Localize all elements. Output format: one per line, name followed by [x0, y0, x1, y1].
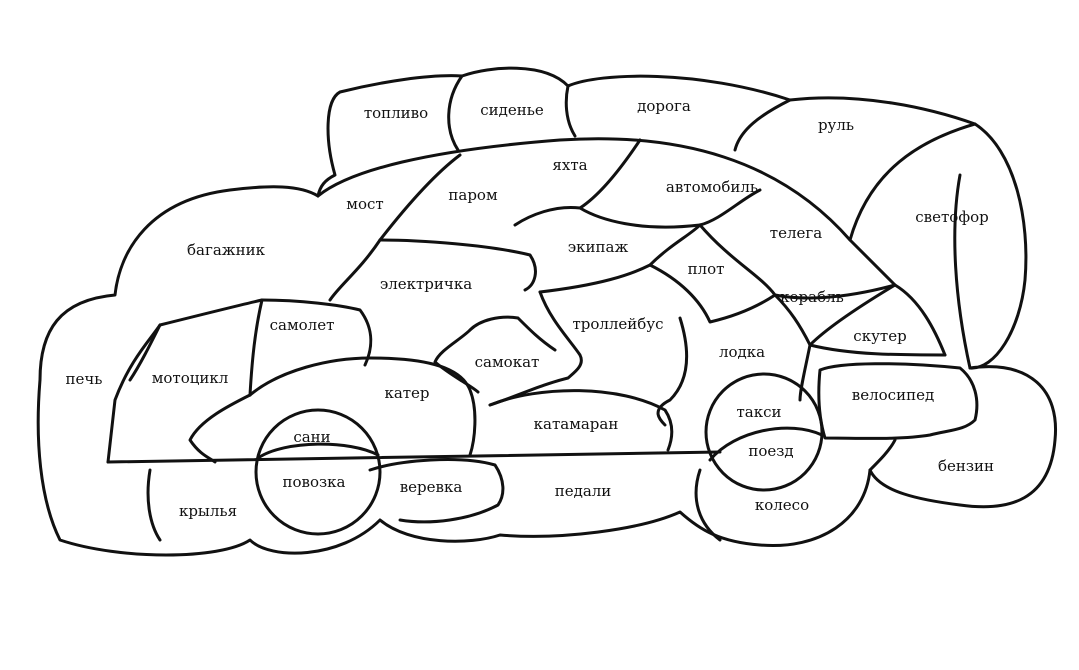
label-telega: телега — [770, 224, 822, 242]
label-samokat: самокат — [475, 353, 540, 371]
label-sani: сани — [293, 428, 330, 446]
label-velosiped: велосипед — [852, 386, 934, 404]
label-yakhta: яхта — [552, 156, 587, 174]
label-verevka: веревка — [400, 478, 463, 496]
label-kater: катер — [384, 384, 429, 402]
label-sidenye: сиденье — [480, 101, 544, 119]
label-most: мост — [346, 195, 383, 213]
label-trolleybus: троллейбус — [572, 315, 663, 333]
label-koleso: колесо — [755, 496, 809, 514]
label-ekipazh: экипаж — [568, 238, 629, 256]
label-pedali: педали — [555, 482, 612, 500]
label-plot: плот — [688, 260, 725, 278]
label-parom: паром — [448, 186, 498, 204]
label-svetofor: светофор — [915, 208, 988, 226]
label-skuter: скутер — [853, 327, 906, 345]
label-avtomobil: автомобиль — [666, 178, 758, 196]
label-poezd: поезд — [748, 442, 793, 460]
label-doroga: дорога — [637, 97, 691, 115]
label-rul: руль — [818, 116, 854, 134]
label-korabl: корабль — [780, 288, 844, 306]
label-taksi: такси — [736, 403, 781, 421]
label-mototsikl: мотоцикл — [152, 369, 229, 387]
label-samolet: самолет — [270, 316, 335, 334]
label-katamaran: катамаран — [534, 415, 619, 433]
word-labels: топливо сиденье дорога руль светофор мос… — [66, 97, 995, 520]
label-krylya: крылья — [179, 502, 237, 520]
label-bagazhnik: багажник — [187, 241, 266, 259]
label-povozka: повозка — [282, 473, 345, 491]
label-benzin: бензин — [938, 457, 994, 475]
label-pech: печь — [66, 370, 103, 388]
label-elektrichka: электричка — [380, 275, 472, 293]
label-toplivo: топливо — [364, 104, 428, 122]
label-lodka: лодка — [719, 343, 765, 361]
